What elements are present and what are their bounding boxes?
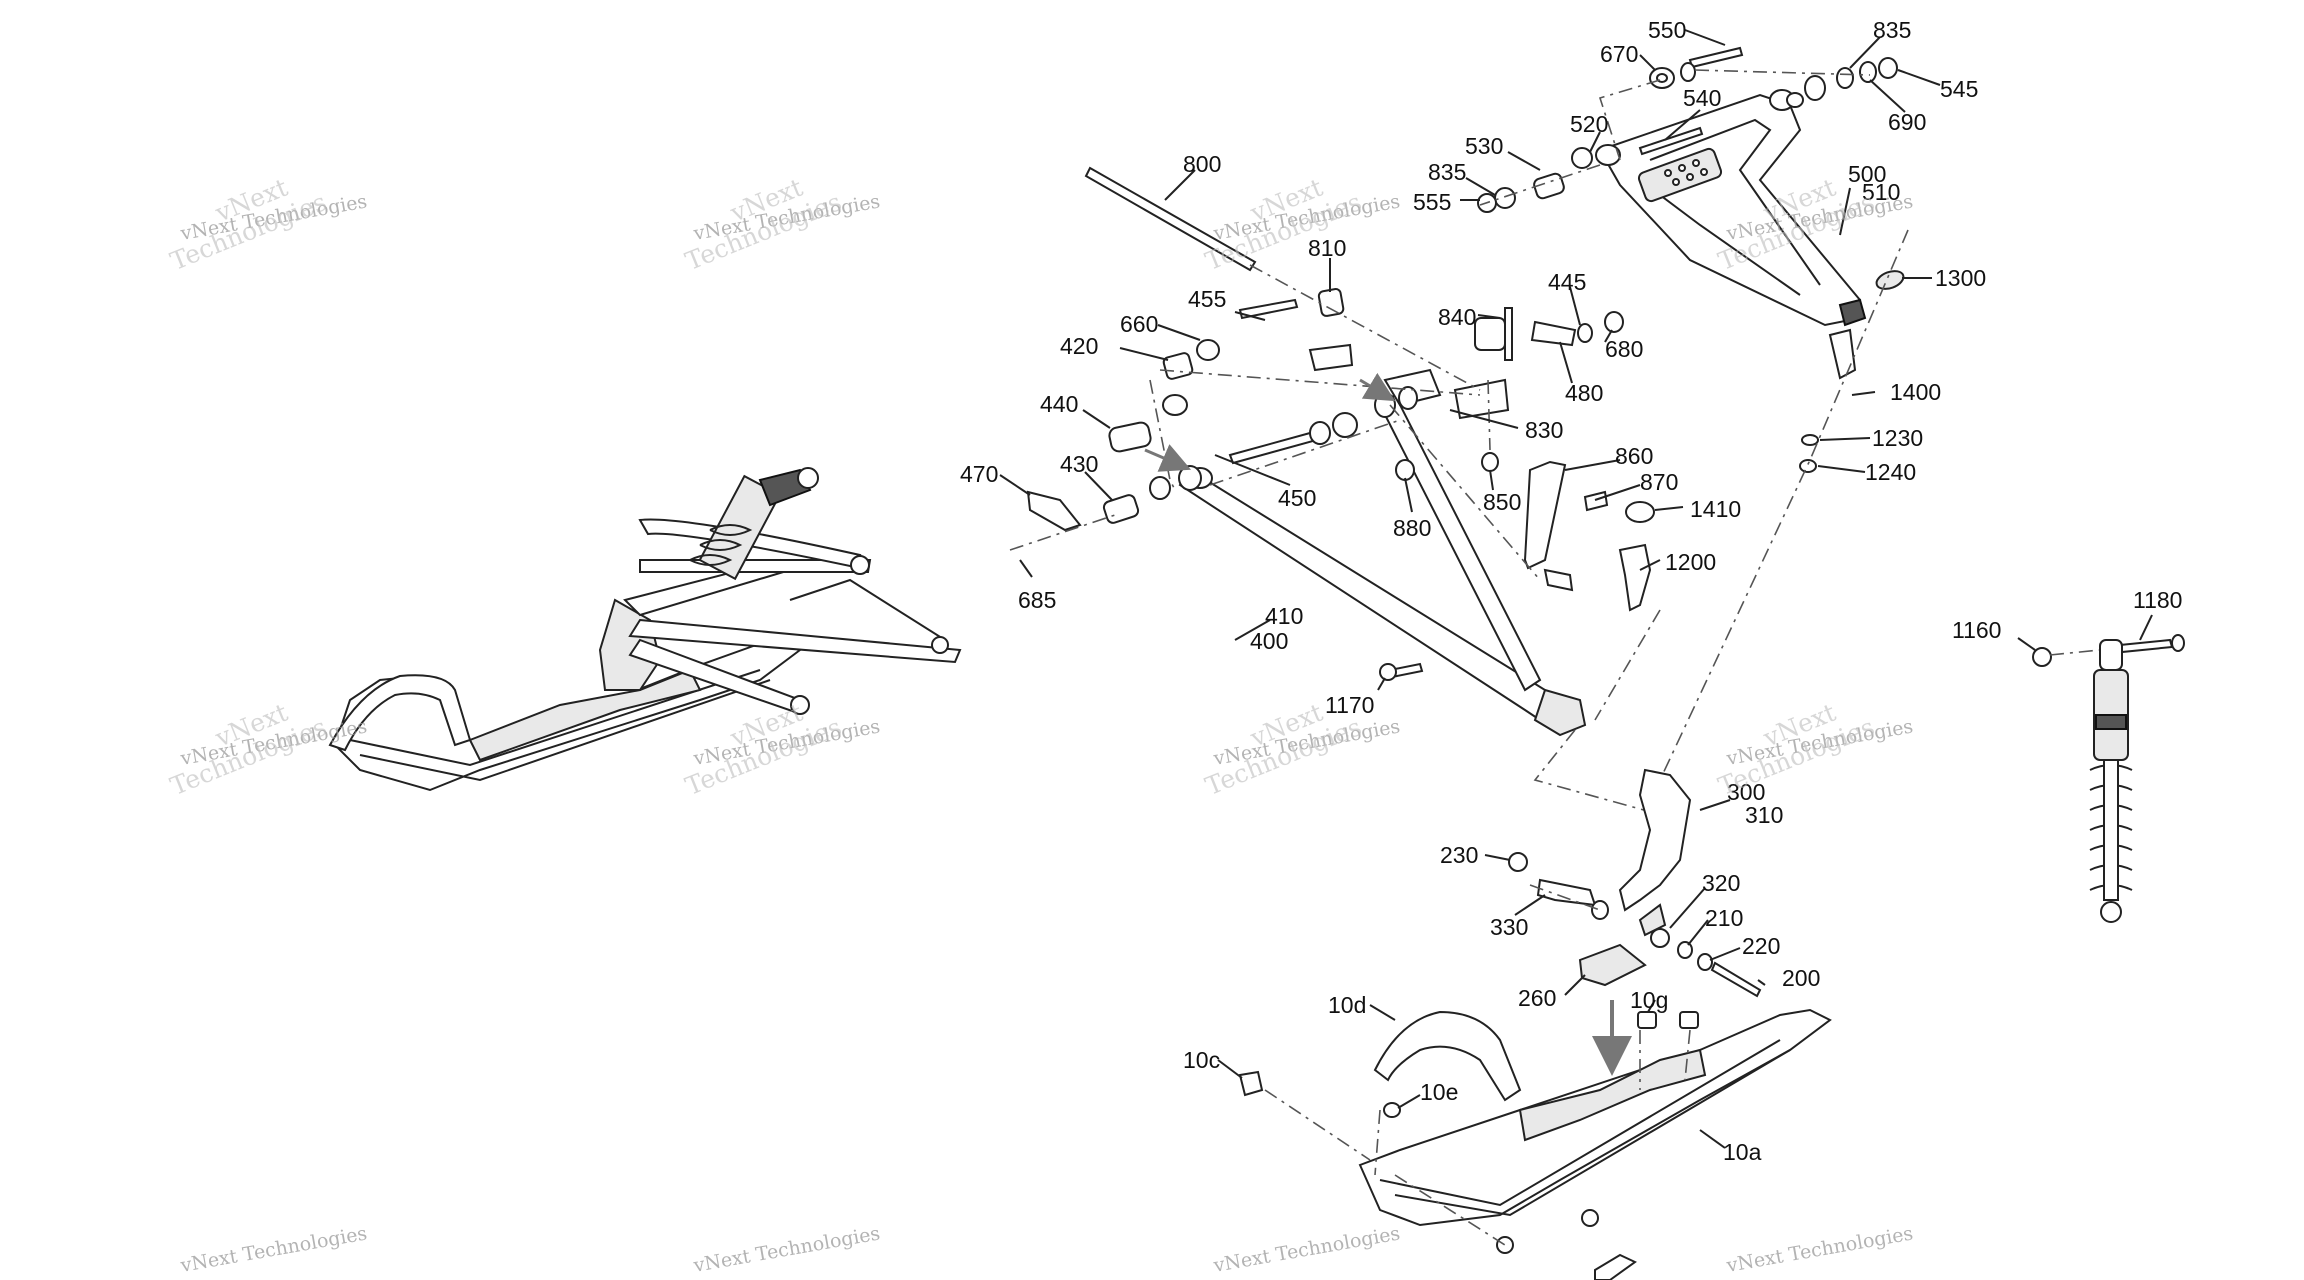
label-1300: 1300 — [1935, 265, 1986, 291]
label-220: 220 — [1742, 933, 1780, 959]
upper-a-arm-group — [1477, 46, 1909, 781]
label-880: 880 — [1393, 515, 1431, 541]
label-260: 260 — [1518, 985, 1556, 1011]
part-labels: 550 835 670 540 545 690 520 530 835 555 … — [960, 17, 2182, 1165]
label-545: 545 — [1940, 76, 1978, 102]
label-450: 450 — [1278, 485, 1316, 511]
shock-absorber-group — [2032, 634, 2185, 923]
lower-a-arm-group — [1009, 166, 1681, 821]
label-835-left: 835 — [1428, 159, 1466, 185]
label-480: 480 — [1565, 380, 1603, 406]
label-230: 230 — [1440, 842, 1478, 868]
label-10c: 10c — [1183, 1047, 1220, 1073]
label-550: 550 — [1648, 17, 1686, 43]
label-830: 830 — [1525, 417, 1563, 443]
label-1240: 1240 — [1865, 459, 1916, 485]
label-680: 680 — [1605, 336, 1643, 362]
label-210: 210 — [1705, 905, 1743, 931]
label-410: 410 — [1265, 603, 1303, 629]
label-690: 690 — [1888, 109, 1926, 135]
label-810: 810 — [1308, 235, 1346, 261]
label-1170: 1170 — [1325, 692, 1374, 718]
label-310: 310 — [1745, 802, 1783, 828]
label-860: 860 — [1615, 443, 1653, 469]
label-510: 510 — [1862, 179, 1900, 205]
label-400: 400 — [1250, 628, 1288, 654]
label-300: 300 — [1727, 779, 1765, 805]
watermark-i1: vNext Technologies — [178, 1222, 369, 1277]
label-835-top: 835 — [1873, 17, 1911, 43]
label-800: 800 — [1183, 151, 1221, 177]
label-1200: 1200 — [1665, 549, 1716, 575]
label-420: 420 — [1060, 333, 1098, 359]
label-1230: 1230 — [1872, 425, 1923, 451]
label-10e: 10e — [1420, 1079, 1458, 1105]
label-445: 445 — [1548, 269, 1586, 295]
label-200: 200 — [1782, 965, 1820, 991]
watermark-l1: vNext Technologies — [1724, 1222, 1915, 1277]
label-670: 670 — [1600, 41, 1638, 67]
label-1400: 1400 — [1890, 379, 1941, 405]
label-10d: 10d — [1328, 992, 1366, 1018]
label-530: 530 — [1465, 133, 1503, 159]
label-685: 685 — [1018, 587, 1056, 613]
leader-lines — [999, 29, 2153, 1149]
label-470: 470 — [960, 461, 998, 487]
label-1160: 1160 — [1952, 617, 2001, 643]
label-500: 500 — [1848, 161, 1886, 187]
spindle-ski-group — [1238, 768, 1832, 1280]
label-330: 330 — [1490, 914, 1528, 940]
label-850: 850 — [1483, 489, 1521, 515]
label-555: 555 — [1413, 189, 1451, 215]
label-430: 430 — [1060, 451, 1098, 477]
assembled-suspension-illustration — [328, 467, 962, 792]
label-840: 840 — [1438, 304, 1476, 330]
label-520: 520 — [1570, 111, 1608, 137]
label-10a: 10a — [1723, 1139, 1762, 1165]
label-660: 660 — [1120, 311, 1158, 337]
label-10g: 10g — [1630, 987, 1668, 1013]
label-320: 320 — [1702, 870, 1740, 896]
label-440: 440 — [1040, 391, 1078, 417]
watermark-k1: vNext Technologies — [1211, 1222, 1402, 1277]
label-1180: 1180 — [2133, 587, 2182, 613]
label-870: 870 — [1640, 469, 1678, 495]
label-1410: 1410 — [1690, 496, 1741, 522]
label-540: 540 — [1683, 85, 1721, 111]
watermark-j1: vNext Technologies — [691, 1222, 882, 1277]
label-455: 455 — [1188, 286, 1226, 312]
